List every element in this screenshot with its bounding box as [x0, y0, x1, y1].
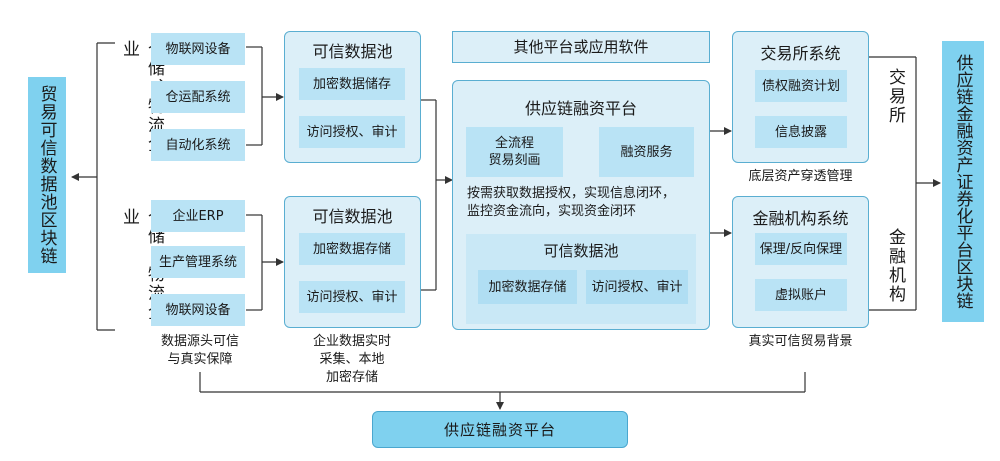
right-chain-label: 供应链金融资产证券化平台区块链: [952, 54, 973, 309]
center-pool-panel: 可信数据池 加密数据存储 访问授权、审计: [466, 234, 696, 324]
center-pool-item-2: 访问授权、审计: [586, 270, 688, 304]
bottom-platform-box: 供应链融资平台: [372, 411, 628, 448]
pool-top-panel: 可信数据池 加密数据储存 访问授权、审计: [284, 31, 421, 163]
pool-bottom-panel: 可信数据池 加密数据存储 访问授权、审计: [284, 196, 421, 328]
pool-bottom-item-2: 访问授权、审计: [299, 281, 405, 313]
center-pool-title: 可信数据池: [543, 242, 619, 260]
source-top-3: 自动化系统: [151, 129, 245, 161]
source-bottom-3: 物联网设备: [151, 294, 245, 326]
pool-bottom-title: 可信数据池: [312, 207, 393, 226]
right-chain-bar: 供应链金融资产证券化平台区块链: [942, 41, 984, 322]
exchange-side-label: 交易所: [885, 68, 905, 125]
fin-side-label: 金融机构: [885, 228, 905, 304]
center-platform-panel: 供应链融资平台 全流程 贸易刻画 融资服务 按需获取数据授权，实现信息闭环， 监…: [452, 80, 710, 330]
pool-top-title: 可信数据池: [312, 42, 393, 61]
center-pool-item-1: 加密数据存储: [478, 270, 577, 304]
trade-depiction-box: 全流程 贸易刻画: [466, 127, 563, 177]
fin-inst-item-2: 虚拟账户: [755, 279, 847, 311]
pool-top-item-1: 加密数据储存: [299, 68, 405, 100]
center-description: 按需获取数据授权，实现信息闭环， 监控资金流向，实现资金闭环: [467, 186, 676, 219]
exchange-title: 交易所系统: [760, 44, 841, 63]
pool-bottom-item-1: 加密数据存储: [299, 233, 405, 265]
left-chain-label: 贸易可信数据池区块链: [36, 85, 57, 265]
source-top-1: 物联网设备: [151, 33, 245, 65]
other-platform-box: 其他平台或应用软件: [452, 31, 710, 63]
fin-inst-panel: 金融机构系统 保理/反向保理 虚拟账户: [732, 196, 869, 328]
source-bottom-1: 企业ERP: [151, 200, 245, 232]
source-bottom-2: 生产管理系统: [151, 246, 245, 278]
source-top-2: 仓运配系统: [151, 81, 245, 113]
bottom-platform-label: 供应链融资平台: [443, 421, 556, 439]
caption-pool: 企业数据实时 采集、本地 加密存储: [312, 334, 391, 385]
exchange-system-panel: 交易所系统 债权融资计划 信息披露: [732, 31, 869, 163]
caption-sources: 数据源头可信 与真实保障: [160, 334, 239, 367]
exchange-item-2: 信息披露: [755, 116, 847, 148]
exchange-caption: 底层资产穿透管理: [748, 169, 853, 184]
exchange-item-1: 债权融资计划: [755, 70, 847, 102]
center-platform-title: 供应链融资平台: [524, 99, 637, 118]
fin-inst-item-1: 保理/反向保理: [755, 233, 847, 265]
fin-inst-caption: 真实可信贸易背景: [748, 334, 853, 349]
financing-service-box: 融资服务: [599, 127, 694, 177]
pool-top-item-2: 访问授权、审计: [299, 116, 405, 148]
fin-inst-title: 金融机构系统: [752, 209, 849, 228]
left-chain-bar: 贸易可信数据池区块链: [28, 77, 66, 273]
